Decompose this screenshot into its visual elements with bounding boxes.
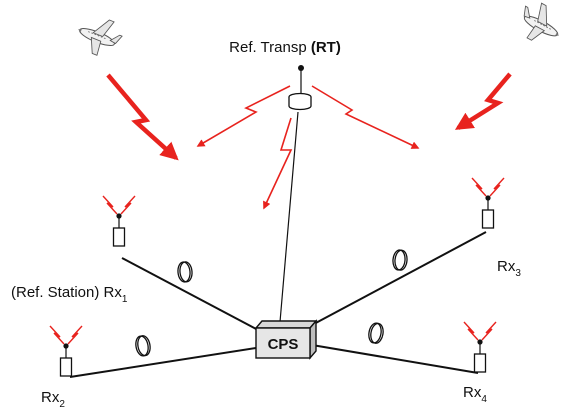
antenna-icon xyxy=(49,325,83,377)
cable-cps-rx2 xyxy=(69,347,257,378)
cable-cps-rx3 xyxy=(311,231,487,326)
signal-bolt-icon xyxy=(311,85,420,149)
rx3-label: Rx3 xyxy=(497,258,521,279)
rt-label: Ref. Transp (RT) xyxy=(229,39,341,56)
rx1-label: (Ref. Station) Rx1 xyxy=(11,284,128,305)
airplane-icon xyxy=(71,9,127,62)
reference-transponder xyxy=(288,65,312,111)
cable-coil-icon xyxy=(391,248,409,272)
signal-bolt-icon xyxy=(196,85,291,147)
antenna-icon xyxy=(471,177,505,229)
cable-cps-rx1 xyxy=(121,257,259,331)
cable-coil-icon xyxy=(176,260,194,284)
signal-bolt-icon xyxy=(263,117,293,210)
cable-cps-rx4 xyxy=(311,344,479,374)
rx2-label: Rx2 xyxy=(41,389,65,410)
antenna-icon xyxy=(102,195,136,247)
signal-bolt-icon xyxy=(454,72,512,130)
cable-coil-icon xyxy=(366,321,386,345)
airplane-icon xyxy=(512,0,570,52)
cable-cps-rt xyxy=(279,111,299,323)
receiver-rx3 xyxy=(471,177,505,229)
signal-bolt-icon xyxy=(106,73,179,161)
cps-box: CPS xyxy=(254,319,318,360)
receiver-rx4 xyxy=(463,321,497,373)
rx4-label: Rx4 xyxy=(463,384,487,405)
cable-coil-icon xyxy=(133,334,153,358)
cps-label: CPS xyxy=(268,336,299,353)
antenna-icon xyxy=(298,65,304,71)
receiver-rx1 xyxy=(102,195,136,247)
antenna-icon xyxy=(463,321,497,373)
receiver-rx2 xyxy=(49,325,83,377)
